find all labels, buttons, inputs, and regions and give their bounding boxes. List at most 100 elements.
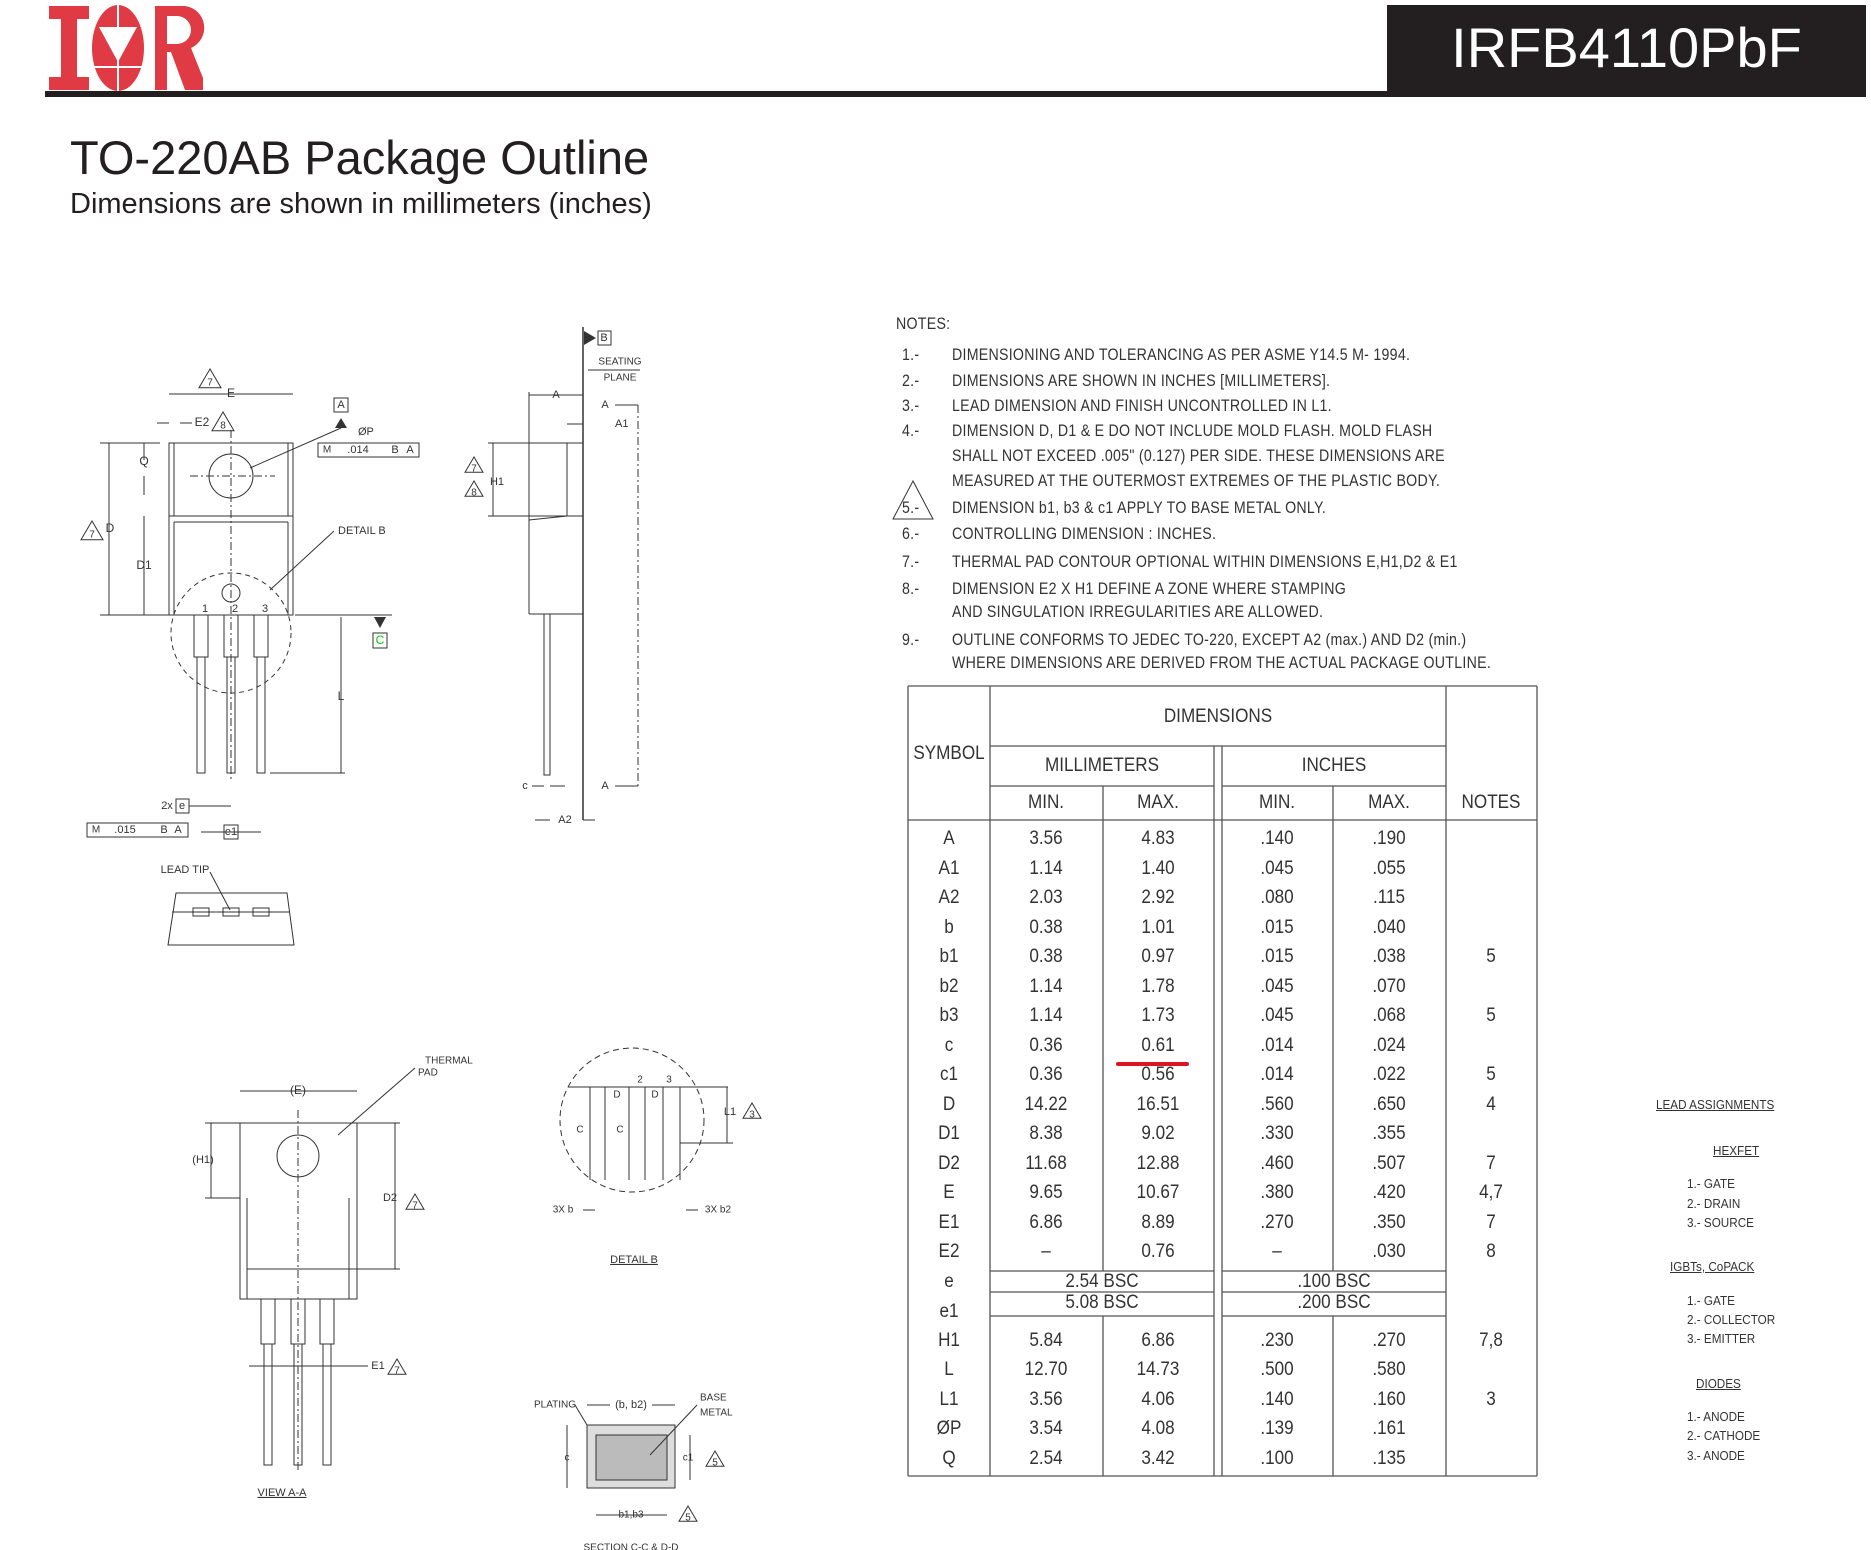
mm-min: 2.03 bbox=[1029, 887, 1063, 908]
in-min: .140 bbox=[1260, 1388, 1294, 1410]
in-max: .135 bbox=[1372, 1447, 1406, 1469]
note-triangle-icon bbox=[464, 456, 484, 473]
row-symbol: A1 bbox=[938, 857, 960, 879]
in-max: .355 bbox=[1372, 1123, 1406, 1144]
in-min: .230 bbox=[1260, 1329, 1294, 1351]
in-min: – bbox=[1272, 1241, 1282, 1262]
row-symbol: c bbox=[944, 1034, 954, 1056]
mm-min: 0.38 bbox=[1029, 916, 1063, 938]
in-min: .460 bbox=[1260, 1152, 1294, 1174]
datum-c-box bbox=[372, 632, 388, 649]
mm-min: 14.22 bbox=[1024, 1093, 1068, 1115]
dimension-label: A2 bbox=[558, 814, 571, 826]
in-min: .560 bbox=[1260, 1093, 1294, 1115]
note-number: 1.- bbox=[902, 346, 920, 364]
note-triangle-number: 7 bbox=[471, 464, 477, 475]
lead-assignment-item: 2.- DRAIN bbox=[1687, 1196, 1741, 1211]
row-symbol: b1 bbox=[939, 946, 959, 967]
in-min: .380 bbox=[1260, 1182, 1294, 1203]
dimension-label: .015 bbox=[114, 824, 135, 836]
mounting-hole bbox=[208, 453, 254, 499]
dimension-label: 3X b bbox=[553, 1205, 574, 1216]
dimension-label: A bbox=[552, 389, 560, 401]
mm-min: 5.84 bbox=[1029, 1329, 1063, 1351]
mm-min: 1.14 bbox=[1029, 857, 1063, 879]
note-triangle-icon bbox=[198, 368, 222, 389]
mm-max: 4.08 bbox=[1141, 1418, 1175, 1439]
position-tolerance-frame bbox=[86, 822, 189, 838]
row-symbol: c1 bbox=[939, 1064, 959, 1085]
in-max: .350 bbox=[1372, 1211, 1406, 1233]
header-symbol: SYMBOL bbox=[913, 743, 985, 764]
row-notes: 4 bbox=[1486, 1093, 1496, 1115]
note-number: 9.- bbox=[902, 631, 920, 649]
mm-max: 16.51 bbox=[1136, 1093, 1180, 1115]
row-symbol: L bbox=[944, 1359, 954, 1380]
dimension-label: SECTION C-C & D-D bbox=[584, 1543, 679, 1550]
dimension-label: .014 bbox=[347, 444, 368, 456]
mm-min: 11.68 bbox=[1025, 1152, 1067, 1174]
position-tolerance-frame bbox=[317, 442, 420, 458]
row-symbol: e1 bbox=[939, 1301, 959, 1322]
in-max: .507 bbox=[1372, 1152, 1406, 1174]
lead-side bbox=[543, 613, 551, 776]
lead-tip-mark bbox=[192, 907, 210, 917]
note-text: WHERE DIMENSIONS ARE DERIVED FROM THE AC… bbox=[952, 654, 1492, 672]
lead-number: 2 bbox=[232, 603, 238, 615]
note-text: MEASURED AT THE OUTERMOST EXTREMES OF TH… bbox=[952, 472, 1441, 490]
note-text: SHALL NOT EXCEED .005" (0.127) PER SIDE.… bbox=[952, 447, 1445, 465]
datum-triangle-icon bbox=[374, 617, 386, 628]
dimension-label: PLANE bbox=[604, 373, 637, 384]
in-min: .080 bbox=[1260, 887, 1294, 908]
datum-c-label: C bbox=[376, 633, 385, 647]
row-notes: 4,7 bbox=[1479, 1182, 1503, 1203]
dimension-label: E2 bbox=[195, 415, 210, 429]
note-text: DIMENSIONS ARE SHOWN IN INCHES [MILLIMET… bbox=[952, 372, 1331, 390]
dimension-label: (H1) bbox=[192, 1154, 213, 1166]
lead-tip bbox=[256, 656, 266, 774]
mm-max: 1.01 bbox=[1141, 916, 1175, 938]
dimension-label: BASE bbox=[700, 1393, 727, 1404]
dimension-label: Q bbox=[139, 454, 148, 468]
dimension-label: ØP bbox=[358, 426, 374, 438]
part-number-box: IRFB4110PbF bbox=[1387, 5, 1866, 97]
mm-max: 0.61 bbox=[1141, 1034, 1175, 1056]
dimension-label: D bbox=[106, 521, 115, 535]
dimension-label: e bbox=[179, 800, 185, 812]
note-5-triangle-icon bbox=[892, 479, 934, 520]
note-text: THERMAL PAD CONTOUR OPTIONAL WITHIN DIME… bbox=[952, 553, 1458, 571]
row-notes: 8 bbox=[1486, 1241, 1496, 1262]
header-mm-min: MIN. bbox=[1027, 792, 1065, 813]
row-symbol: E2 bbox=[938, 1241, 960, 1262]
line bbox=[574, 1404, 588, 1426]
mm-max: 3.42 bbox=[1141, 1447, 1175, 1469]
in-min: .139 bbox=[1260, 1418, 1294, 1439]
note-triangle-number: 8 bbox=[220, 421, 226, 432]
mm-max: 12.88 bbox=[1136, 1152, 1180, 1174]
lead-group-title: HEXFET bbox=[1713, 1143, 1760, 1158]
mm-max: 1.78 bbox=[1141, 975, 1175, 997]
dimension-label: L bbox=[338, 689, 345, 703]
ior-logo bbox=[49, 5, 205, 91]
mm-max: 6.86 bbox=[1141, 1329, 1175, 1351]
lead-tip-mark bbox=[222, 907, 240, 917]
in-max: .420 bbox=[1372, 1182, 1406, 1203]
dimension-label: PAD bbox=[418, 1068, 438, 1079]
mm-max: 0.76 bbox=[1141, 1241, 1175, 1262]
notes-heading: NOTES: bbox=[896, 315, 951, 333]
note-number: 5.- bbox=[902, 499, 920, 517]
dimension-label: c bbox=[565, 1453, 570, 1464]
row-notes: 3 bbox=[1486, 1388, 1496, 1410]
detail-title: DETAIL B bbox=[610, 1254, 658, 1266]
lead-tip bbox=[322, 1343, 332, 1466]
dimension-label: D2 bbox=[383, 1192, 397, 1204]
mm-min: 0.38 bbox=[1029, 946, 1063, 967]
note-text: LEAD DIMENSION AND FINISH UNCONTROLLED I… bbox=[952, 397, 1332, 415]
note-text: DIMENSIONING AND TOLERANCING AS PER ASME… bbox=[952, 346, 1411, 364]
lead bbox=[193, 614, 209, 658]
mm-max: 10.67 bbox=[1136, 1182, 1180, 1203]
mm-min: 2.54 bbox=[1029, 1447, 1063, 1469]
note-triangle-icon bbox=[387, 1358, 407, 1375]
dimension-label: b1,b3 bbox=[618, 1510, 643, 1521]
datum-b-box bbox=[597, 330, 612, 346]
